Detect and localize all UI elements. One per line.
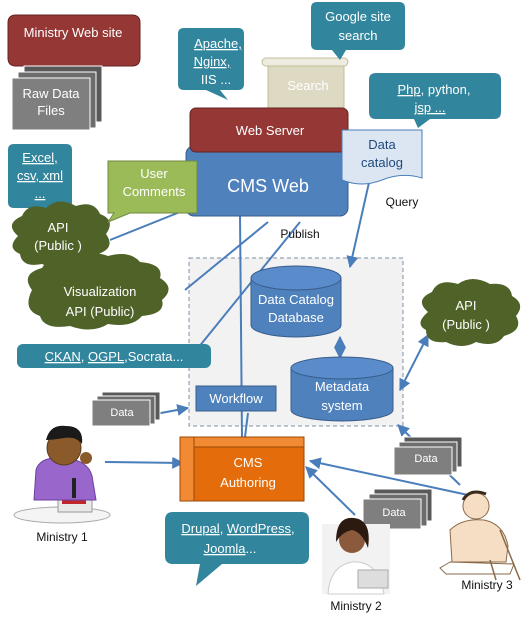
google-search-line2: search bbox=[338, 28, 377, 43]
wordpress-link[interactable]: WordPress bbox=[227, 521, 292, 536]
cms-web-box: CMS Web bbox=[185, 145, 349, 217]
socrata-link[interactable]: ,Socrata... bbox=[124, 349, 183, 364]
data-stack-left: Data bbox=[91, 391, 161, 427]
api-right-line2: (Public ) bbox=[442, 317, 490, 332]
platforms-line2: Joomla... bbox=[204, 541, 257, 556]
raw-data-files: Raw Data Files bbox=[11, 65, 103, 131]
ministry-web-site-callout: Ministry Web site bbox=[7, 14, 141, 77]
visualization-line2: API (Public) bbox=[66, 304, 135, 319]
ministry-3-person-icon bbox=[439, 490, 521, 581]
format-csv-xml[interactable]: csv, xml bbox=[17, 168, 63, 183]
raw-data-files-line2: Files bbox=[37, 103, 65, 118]
api-public-right-cloud: API (Public ) bbox=[420, 279, 521, 346]
ckan-link[interactable]: CKAN bbox=[45, 349, 81, 364]
user-comments-line2: Comments bbox=[123, 184, 186, 199]
ministry-web-site-line1: Ministry Web site bbox=[24, 25, 123, 40]
data-left-label: Data bbox=[110, 407, 134, 419]
data-catalog-database: Data Catalog Database bbox=[250, 265, 342, 338]
search-scroll: Search bbox=[261, 57, 349, 113]
platforms-line1: Drupal, WordPress, bbox=[181, 521, 294, 536]
user-comments-line1: User bbox=[140, 166, 168, 181]
metadata-system: Metadata system bbox=[290, 356, 394, 422]
visualization-api-cloud: Visualization API (Public) bbox=[27, 252, 169, 330]
connector-ministry1-to-authoring bbox=[104, 456, 185, 469]
connector-api-to-metadata bbox=[399, 333, 429, 392]
data-right-top-label: Data bbox=[414, 453, 438, 465]
nginx-link[interactable]: Nginx, bbox=[194, 54, 231, 69]
web-server-label: Web Server bbox=[236, 123, 305, 138]
data-catalog-line2: catalog bbox=[361, 155, 403, 170]
data-catalog-line1: Data bbox=[368, 137, 396, 152]
raw-data-files-line1: Raw Data bbox=[22, 86, 80, 101]
ckan-links-box: CKAN, OGPL,Socrata... bbox=[17, 344, 211, 368]
cms-authoring-line1: CMS bbox=[234, 455, 263, 470]
visualization-line1: Visualization bbox=[64, 284, 137, 299]
connector-ministry2-to-authoring bbox=[305, 466, 356, 516]
data-catalog-doc: Data catalog bbox=[341, 129, 423, 185]
cms-platforms-callout: Drupal, WordPress, Joomla... bbox=[165, 512, 309, 586]
ministry-2-person-icon bbox=[322, 517, 390, 595]
data-right-bottom-label: Data bbox=[382, 507, 406, 519]
php-link[interactable]: Php bbox=[397, 82, 420, 97]
cms-authoring-box: CMS Authoring bbox=[179, 436, 305, 502]
metadata-line2: system bbox=[321, 398, 362, 413]
connector-ckan-to-cms bbox=[197, 221, 301, 349]
ministry-2-label: Ministry 2 bbox=[330, 599, 382, 613]
drupal-link[interactable]: Drupal bbox=[181, 521, 219, 536]
api-right-line1: API bbox=[456, 298, 477, 313]
google-search-line1: Google site bbox=[325, 9, 391, 24]
data-stack-right-bottom: Data bbox=[362, 488, 433, 530]
ministry-3-label: Ministry 3 bbox=[461, 578, 513, 592]
metadata-line1: Metadata bbox=[315, 379, 370, 394]
format-ellipsis[interactable]: ... bbox=[35, 186, 46, 201]
database-line1: Data Catalog bbox=[258, 292, 334, 307]
data-stack-right-top: Data bbox=[393, 436, 463, 476]
web-servers-callout: Apache, Nginx, IIS ... bbox=[178, 28, 244, 100]
publish-label: Publish bbox=[280, 227, 319, 241]
search-label: Search bbox=[287, 78, 328, 93]
web-server-box: Web Server bbox=[189, 107, 349, 153]
connector-catalog-to-database bbox=[346, 177, 371, 269]
languages-line1: Php, python, bbox=[397, 82, 470, 97]
api-public-left-cloud: API (Public ) bbox=[11, 201, 110, 268]
format-excel[interactable]: Excel, bbox=[22, 150, 57, 165]
ministry-1-label: Ministry 1 bbox=[36, 530, 88, 544]
api-left-line1: API bbox=[48, 220, 69, 235]
apache-link[interactable]: Apache, bbox=[194, 36, 242, 51]
query-label: Query bbox=[386, 195, 419, 209]
workflow-label: Workflow bbox=[209, 391, 263, 406]
ckan-links-text: CKAN, OGPL,Socrata... bbox=[45, 349, 184, 364]
connector-ministry3-to-authoring bbox=[308, 457, 469, 496]
database-line2: Database bbox=[268, 310, 324, 325]
user-comments-callout: User Comments bbox=[106, 160, 198, 224]
ogpl-link[interactable]: OGPL bbox=[88, 349, 124, 364]
cms-authoring-line2: Authoring bbox=[220, 475, 276, 490]
google-site-search-callout: Google site search bbox=[311, 2, 405, 60]
api-left-line2: (Public ) bbox=[34, 238, 82, 253]
connector-visualization-to-cms bbox=[184, 221, 269, 291]
workflow-box: Workflow bbox=[195, 385, 277, 412]
ministry-1-person-icon bbox=[13, 425, 111, 524]
joomla-link[interactable]: Joomla bbox=[204, 541, 247, 556]
languages-line2: jsp ... bbox=[413, 100, 445, 115]
connector-workflow-to-authoring bbox=[244, 412, 249, 438]
file-formats-callout: Excel, csv, xml ... bbox=[8, 144, 72, 216]
iis-label: IIS ... bbox=[201, 72, 231, 87]
languages-callout: Php, python, jsp ... bbox=[369, 73, 501, 128]
jsp-link[interactable]: jsp ... bbox=[413, 100, 445, 115]
cms-web-label: CMS Web bbox=[227, 176, 309, 196]
